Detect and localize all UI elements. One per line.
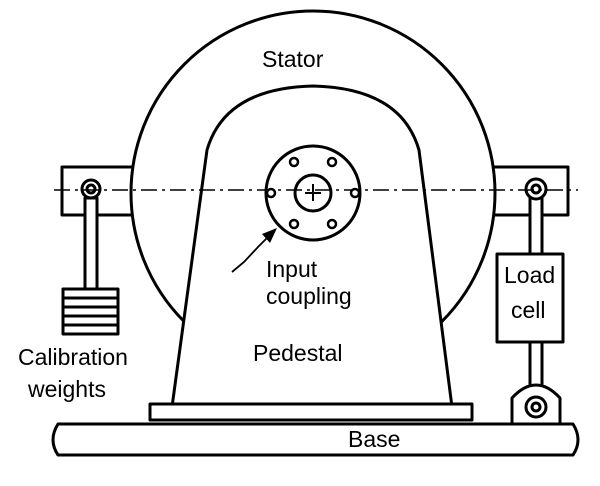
weight-hanger-rod bbox=[83, 196, 99, 292]
calibration-weights-label-line2: weights bbox=[28, 376, 106, 402]
bolt-hole-4 bbox=[349, 187, 361, 199]
bolt-hole-2 bbox=[326, 156, 338, 168]
calibration-weight-5 bbox=[61, 323, 120, 336]
bolt-hole-3 bbox=[265, 187, 277, 199]
input-coupling-arrowhead bbox=[262, 228, 277, 243]
bolt-hole-6 bbox=[326, 218, 338, 230]
base-label: Base bbox=[348, 426, 401, 452]
stator-label: Stator bbox=[262, 46, 324, 72]
pedestal bbox=[170, 84, 454, 409]
left-pivot-inner bbox=[85, 183, 97, 195]
anchor-pin-inner bbox=[530, 401, 542, 413]
calibration-weights-label-line1: Calibration bbox=[18, 344, 128, 370]
base-slab bbox=[51, 422, 580, 457]
base-plinth bbox=[148, 402, 474, 422]
bolt-hole-1 bbox=[288, 156, 300, 168]
bolt-hole-5 bbox=[288, 218, 300, 230]
input-coupling-label-line2: coupling bbox=[266, 283, 352, 309]
load-cell-lower-link bbox=[528, 339, 544, 388]
load-cell-upper-link bbox=[528, 193, 544, 257]
input-coupling-label-line1: Input bbox=[266, 256, 318, 282]
input-coupling-leader bbox=[231, 233, 272, 273]
load-cell-box bbox=[495, 252, 565, 344]
pedestal-label: Pedestal bbox=[253, 340, 343, 366]
right-pivot-inner bbox=[530, 183, 542, 195]
load-cell-label-line2: cell bbox=[511, 297, 546, 323]
load-cell-label-line1: Load bbox=[504, 262, 556, 288]
